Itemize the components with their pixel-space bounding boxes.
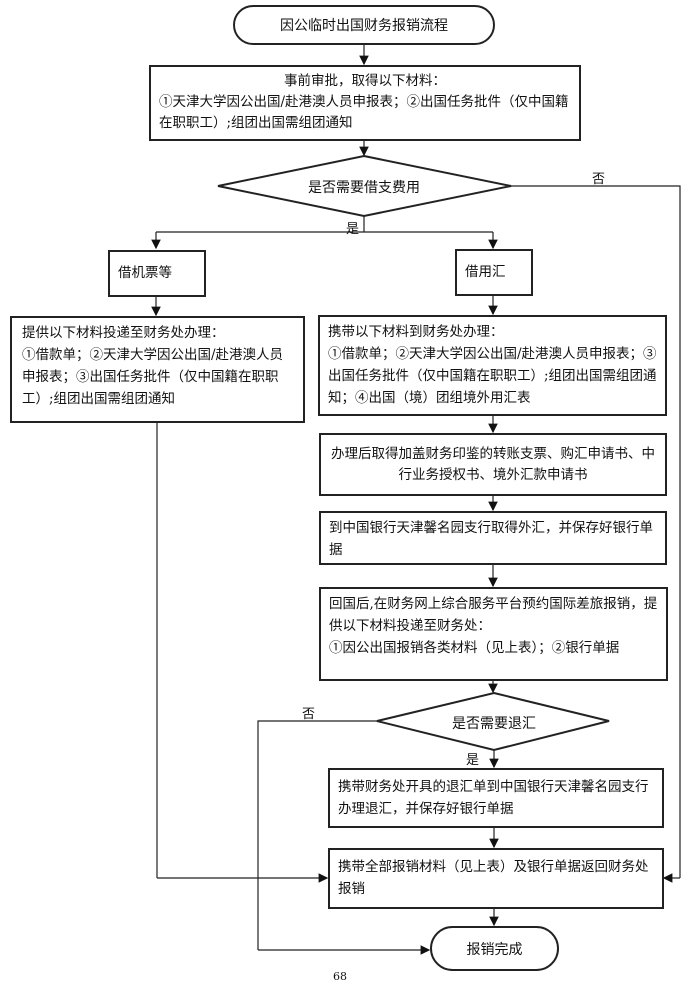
label-yes-1: 是 bbox=[346, 222, 360, 237]
return-home-line1: 回国后,在财务网上综合服务平台预约国际差旅报销，提供以下材料投递至财务处： bbox=[329, 596, 658, 634]
ticket-materials-body: ①借款单；②天津大学因公出国/赴港澳人员申报表；③出国任务批件（仅中国籍在职职工… bbox=[22, 347, 284, 407]
decision-refund-text: 是否需要退汇 bbox=[452, 716, 536, 732]
get-fx-box: 到中国银行天津馨名园支行取得外汇，并保存好银行单据 bbox=[319, 511, 667, 565]
pre-approval-box: 事前审批，取得以下材料： ①天津大学因公出国/赴港澳人员申报表；②出国任务批件（… bbox=[149, 65, 581, 141]
borrow-ticket-box: 借机票等 bbox=[108, 250, 206, 297]
borrow-fx-box: 借用汇 bbox=[455, 249, 533, 296]
return-home-line2: ①因公出国报销各类材料（见上表）；②银行单据 bbox=[329, 640, 620, 656]
ticket-materials-heading: 提供以下材料投递至财务处办理： bbox=[22, 325, 225, 341]
page-number: 68 bbox=[333, 970, 347, 983]
end-terminal: 报销完成 bbox=[430, 926, 559, 971]
ticket-materials-box: 提供以下材料投递至财务处办理： ①借款单；②天津大学因公出国/赴港澳人员申报表；… bbox=[10, 316, 305, 423]
final-submit-text: 携带全部报销材料（见上表）及银行单据返回财务处报销 bbox=[338, 859, 649, 897]
fx-materials-box: 携带以下材料到财务处办理： ①借款单；②天津大学因公出国/赴港澳人员申报表；③出… bbox=[318, 315, 667, 416]
fx-materials-body: ①借款单；②天津大学因公出国/赴港澳人员申报表；③出国任务批件（仅中国籍在职职工… bbox=[328, 346, 657, 406]
label-yes-2: 是 bbox=[466, 753, 480, 768]
refund-text: 携带财务处开具的退汇单到中国银行天津馨名园支行办理退汇，并保存好银行单据 bbox=[338, 779, 649, 817]
after-processing-text: 办理后取得加盖财务印鉴的转账支票、购汇申请书、中行业务授权书、境外汇款申请书 bbox=[331, 445, 655, 483]
refund-box: 携带财务处开具的退汇单到中国银行天津馨名园支行办理退汇，并保存好银行单据 bbox=[328, 768, 664, 828]
fx-materials-heading: 携带以下材料到财务处办理： bbox=[328, 324, 504, 340]
pre-approval-heading: 事前审批，取得以下材料： bbox=[284, 73, 446, 89]
after-processing-box: 办理后取得加盖财务印鉴的转账支票、购汇申请书、中行业务授权书、境外汇款申请书 bbox=[319, 433, 667, 496]
pre-approval-body: ①天津大学因公出国/赴港澳人员申报表；②出国任务批件（仅中国籍在职职工）;组团出… bbox=[159, 94, 569, 131]
done-text: 报销完成 bbox=[466, 941, 523, 958]
decision-borrow-text: 是否需要借支费用 bbox=[308, 180, 420, 196]
start-terminal: 因公临时出国财务报销流程 bbox=[233, 5, 495, 45]
borrow-ticket-text: 借机票等 bbox=[118, 265, 172, 281]
label-no-1: 否 bbox=[592, 172, 606, 187]
final-submit-box: 携带全部报销材料（见上表）及银行单据返回财务处报销 bbox=[328, 848, 664, 909]
label-no-2: 否 bbox=[302, 707, 316, 722]
get-fx-text: 到中国银行天津馨名园支行取得外汇，并保存好银行单据 bbox=[329, 520, 653, 558]
return-home-box: 回国后,在财务网上综合服务平台预约国际差旅报销，提供以下材料投递至财务处： ①因… bbox=[319, 587, 668, 681]
flow-title: 因公临时出国财务报销流程 bbox=[280, 18, 448, 34]
borrow-fx-text: 借用汇 bbox=[465, 264, 506, 280]
